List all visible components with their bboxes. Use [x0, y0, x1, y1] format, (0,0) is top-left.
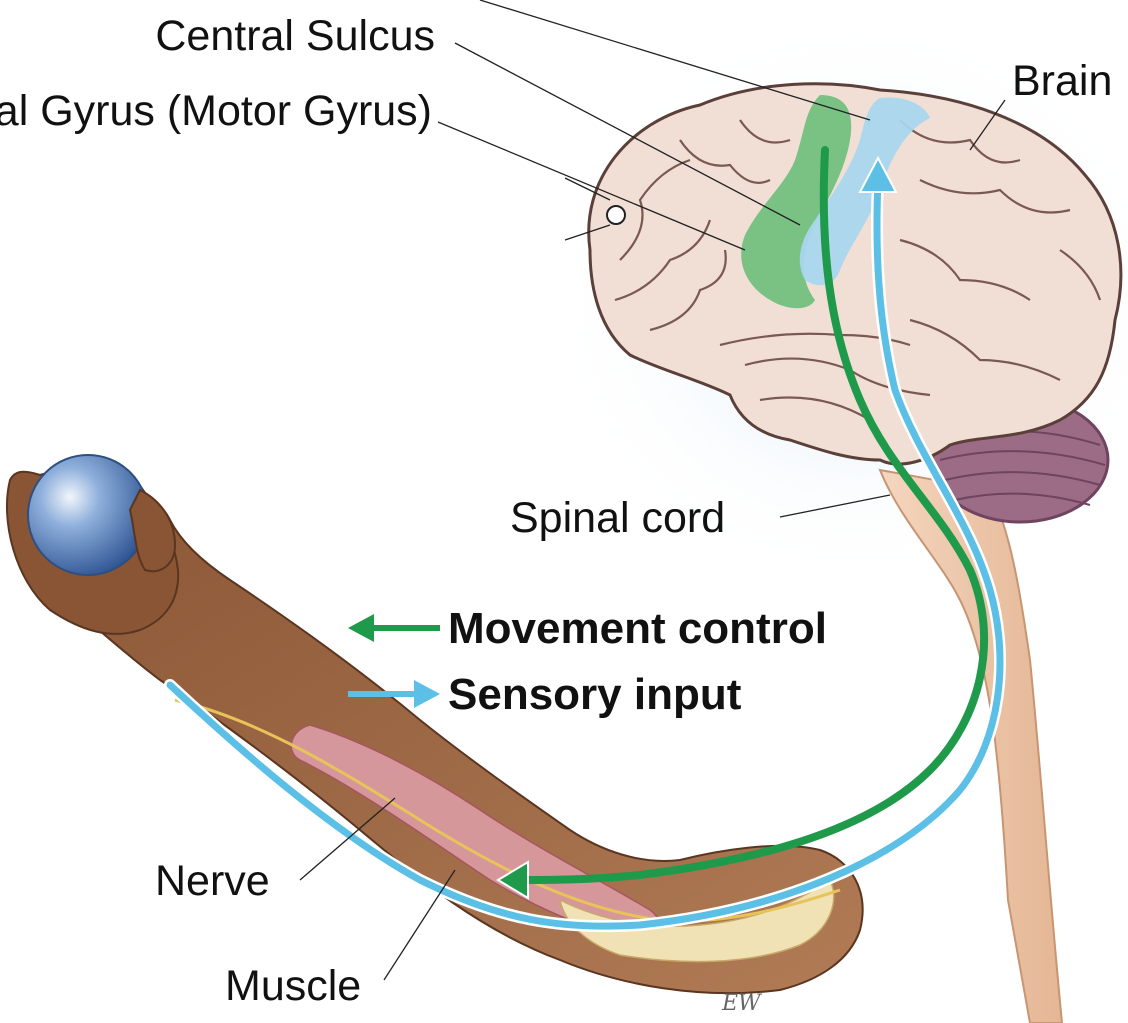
label-nerve: Nerve: [155, 857, 270, 905]
legend-movement-label: Movement control: [448, 604, 827, 653]
label-brain: Brain: [1012, 57, 1112, 105]
label-motor-gyrus: Precentral Gyrus (Motor Gyrus): [0, 87, 432, 135]
legend-sensory-arrow-icon: [414, 680, 440, 708]
artist-signature: EW: [721, 991, 763, 1016]
legend-movement-arrow-icon: [348, 614, 374, 642]
label-spinal-cord: Spinal cord: [510, 494, 725, 542]
leader-marker-circle: [607, 206, 625, 224]
label-muscle: Muscle: [225, 962, 361, 1010]
legend: Movement control Sensory input: [348, 604, 827, 719]
label-central-sulcus: Central Sulcus: [155, 12, 435, 60]
legend-sensory-label: Sensory input: [448, 670, 742, 719]
ball: [28, 455, 148, 575]
